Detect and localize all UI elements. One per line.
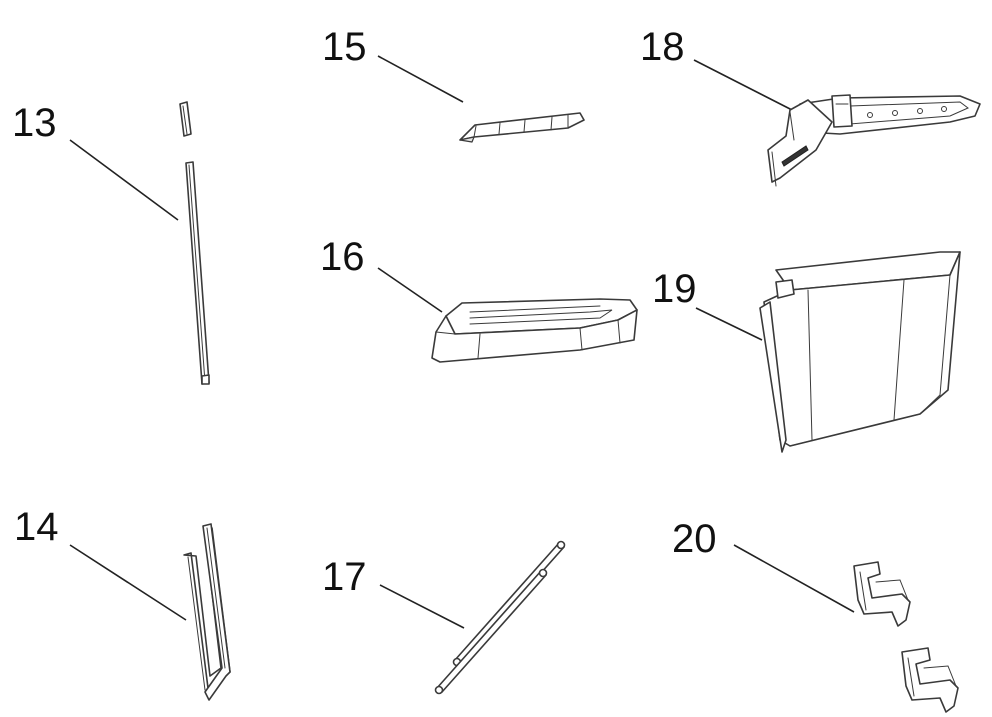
part-18-bracket: [767, 99, 833, 183]
part-17: 17: [322, 540, 566, 695]
part-label-13: 13: [12, 101, 57, 145]
part-20: 20: [672, 517, 959, 713]
part-13: 13: [12, 101, 210, 385]
part-17-rod-upper: [454, 542, 565, 665]
part-19: 19: [652, 251, 961, 453]
leader-line-14: [69, 544, 187, 621]
part-20-clip-upper: [853, 561, 911, 627]
part-label-20: 20: [672, 517, 717, 561]
leader-line-20: [733, 544, 855, 613]
part-label-19: 19: [652, 267, 697, 311]
part-16: 16: [320, 235, 638, 363]
part-label-15: 15: [322, 25, 367, 69]
part-13-cap: [179, 101, 192, 137]
part-label-17: 17: [322, 555, 367, 599]
part-17-rod-lower: [436, 570, 547, 693]
part-label-14: 14: [14, 505, 59, 549]
part-label-18: 18: [640, 25, 685, 69]
leader-line-15: [377, 55, 464, 103]
part-18: 18: [640, 25, 981, 187]
part-13-rod: [185, 161, 210, 385]
leader-line-13: [69, 139, 179, 221]
part-label-16: 16: [320, 235, 365, 279]
leader-line-16: [377, 267, 443, 313]
part-15-strip: [459, 112, 585, 141]
part-20-clip-lower: [901, 647, 959, 713]
part-15: 15: [322, 25, 585, 143]
leader-line-18: [693, 59, 797, 113]
leader-line-19: [695, 307, 763, 341]
part-14: 14: [14, 505, 231, 701]
leader-line-17: [379, 584, 465, 629]
